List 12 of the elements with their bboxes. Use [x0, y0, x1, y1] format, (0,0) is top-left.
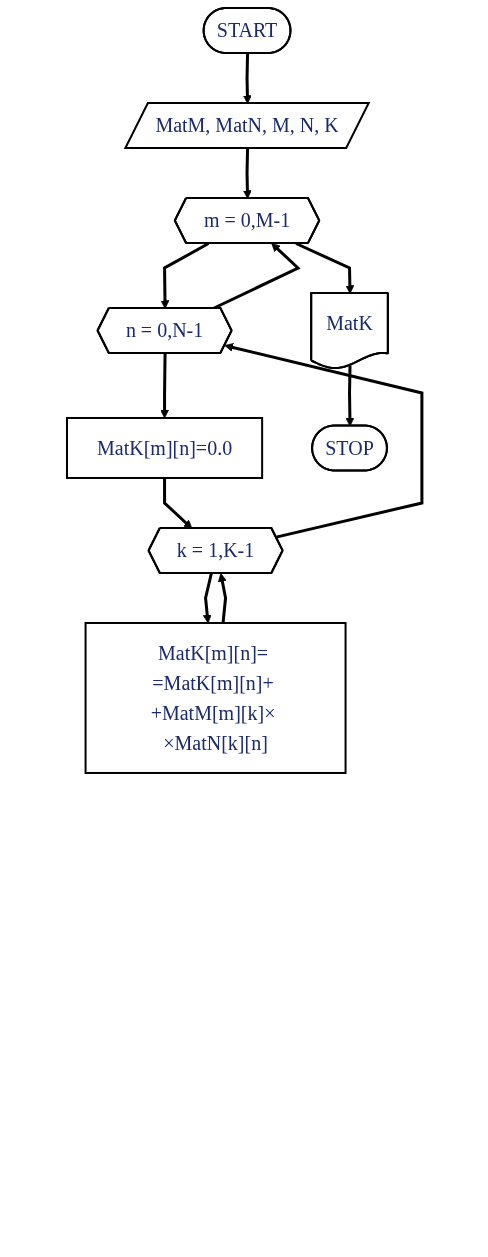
node-box: MatK[m][n]= =MatK[m][n]+ +MatM[m][k]× ×MatN[k][n] [84, 621, 347, 774]
arrow [242, 148, 252, 199]
arrow [162, 478, 192, 529]
arrow [224, 343, 423, 539]
arrow [160, 242, 209, 309]
arrow [217, 573, 227, 624]
arrow [212, 243, 301, 310]
node-box: MatK[m][n]=0.0 [65, 417, 263, 479]
arrow [159, 353, 169, 419]
arrow [345, 365, 354, 427]
arrow [202, 573, 213, 624]
arrow [242, 53, 252, 104]
